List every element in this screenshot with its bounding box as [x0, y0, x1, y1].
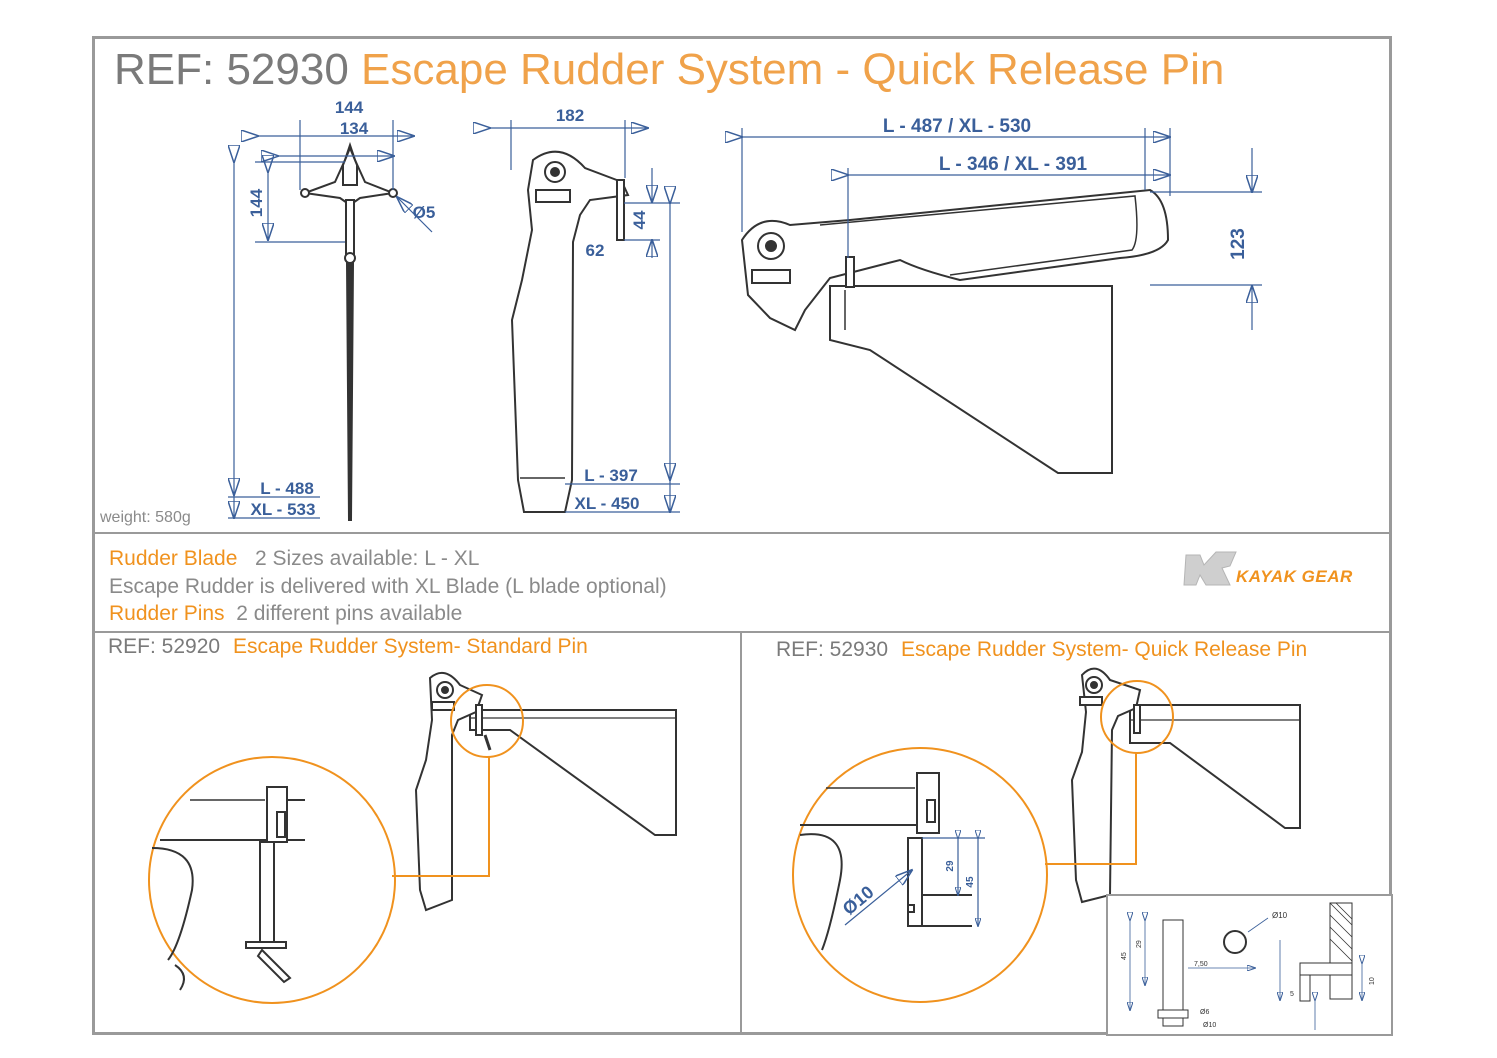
delivery-text: Escape Rudder is delivered with XL Blade…	[109, 575, 667, 598]
quick-pin-detail	[799, 772, 972, 951]
dim-front-length-xl: XL - 533	[251, 500, 316, 519]
dim-front-width-inner: 134	[340, 119, 369, 138]
weight-label: weight: 580g	[100, 509, 191, 526]
title-name: Escape Rudder System - Quick Release Pin	[361, 45, 1225, 94]
detail-dim-5: 5	[1290, 991, 1294, 998]
front-dimensions	[228, 120, 433, 518]
dim-pin-diameter: Ø5	[413, 203, 436, 222]
standard-pin-assembly	[414, 671, 677, 912]
dim-front-length-l: L - 488	[260, 479, 314, 498]
blade-label: Rudder Blade	[109, 547, 238, 570]
page-title: REF: 52930 Escape Rudder System - Quick …	[114, 44, 1224, 96]
detail-dim-45: 45	[1121, 952, 1128, 960]
installed-view	[740, 188, 1170, 474]
dim-side-bracket-width: 62	[586, 241, 605, 260]
blade-text: 2 Sizes available: L - XL	[254, 547, 480, 570]
standard-pin-detail	[151, 786, 305, 991]
quick-dim-45: 45	[965, 876, 976, 888]
title-ref: REF: 52930	[114, 45, 349, 94]
quick-pin-callout	[792, 680, 1174, 1003]
detail-dim-d10: Ø10	[1272, 911, 1288, 920]
standard-pin-callout	[148, 684, 524, 1004]
quick-pin-ref: REF: 52930	[776, 638, 888, 661]
standard-pin-ref: REF: 52920	[108, 635, 220, 658]
quick-dim-diameter: Ø10	[839, 882, 878, 919]
standard-pin-name: Escape Rudder System- Standard Pin	[233, 635, 588, 658]
side-dimensions	[490, 120, 680, 512]
detail-dim-d6: Ø6	[1200, 1009, 1209, 1016]
detail-inset-drawing	[1157, 902, 1353, 1027]
detail-inset-dimensions	[1130, 918, 1362, 1030]
pins-label: Rudder Pins	[109, 602, 225, 625]
detail-dim-29: 29	[1136, 940, 1143, 948]
quick-pin-name: Escape Rudder System- Quick Release Pin	[901, 638, 1307, 661]
detail-dim-d10b: Ø10	[1203, 1022, 1216, 1029]
installed-dimensions	[742, 128, 1262, 330]
pins-text: 2 different pins available	[236, 602, 463, 625]
quick-pin-dimensions	[844, 838, 985, 926]
dim-side-width: 182	[556, 106, 584, 125]
dim-side-length-xl: XL - 450	[575, 494, 640, 513]
dim-front-width-outer: 144	[335, 98, 364, 117]
dim-side-length-l: L - 397	[584, 466, 638, 485]
quick-pin-assembly	[1070, 667, 1301, 904]
front-view	[300, 141, 398, 521]
dim-side-bracket-height: 44	[630, 210, 649, 229]
detail-dim-10: 10	[1369, 977, 1376, 985]
info-blade-line: Rudder Blade 2 Sizes available: L - XL	[109, 546, 479, 572]
dim-top-height: 123	[1228, 228, 1249, 260]
quick-dim-29: 29	[945, 860, 956, 872]
dim-front-height: 144	[247, 188, 266, 217]
detail-dim-750: 7,50	[1194, 961, 1208, 968]
dim-top-length-blade: L - 346 / XL - 391	[939, 154, 1088, 175]
side-view	[510, 150, 630, 513]
brand-logo-text: KAYAK GEAR	[1236, 567, 1353, 586]
dim-top-length-total: L - 487 / XL - 530	[883, 116, 1031, 137]
brand-logo-icon	[1183, 551, 1237, 586]
info-pins-line: Rudder Pins 2 different pins available	[109, 601, 462, 627]
